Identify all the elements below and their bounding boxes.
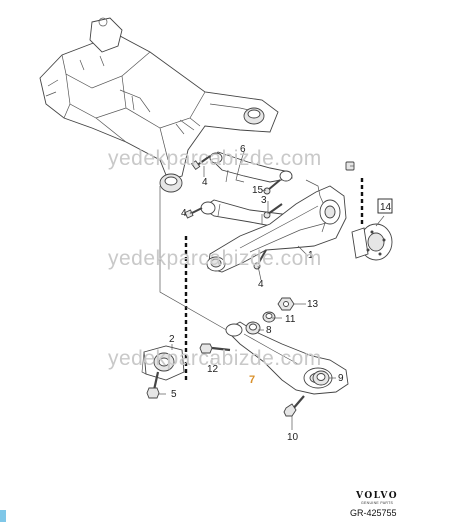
callout-4-lower: 4 bbox=[258, 279, 264, 290]
trailing-arm-1 bbox=[206, 161, 355, 273]
callout-15: 15 bbox=[252, 185, 264, 196]
callout-2: 2 bbox=[169, 334, 175, 345]
callout-8: 8 bbox=[266, 325, 272, 336]
callout-12: 12 bbox=[207, 364, 219, 375]
bolt-12 bbox=[199, 343, 231, 354]
bushing-8 bbox=[245, 321, 261, 335]
callout-1: 1 bbox=[308, 250, 314, 261]
bolt-10 bbox=[283, 395, 305, 417]
brand-subtitle: GENUINE PARTS bbox=[361, 501, 394, 505]
rear-mount-2 bbox=[141, 345, 185, 381]
bolt-15 bbox=[263, 179, 281, 195]
watermark: yedekparcabizde.com bbox=[108, 147, 322, 170]
wheel-hub-14 bbox=[351, 223, 393, 261]
bolt-3 bbox=[263, 203, 283, 219]
callout-5: 5 bbox=[171, 389, 177, 400]
bolt-5 bbox=[146, 371, 160, 399]
bolt-4-upper bbox=[191, 155, 211, 171]
callout-3: 3 bbox=[261, 195, 267, 206]
callout-14: 14 bbox=[380, 202, 392, 213]
bolt-4-middle bbox=[184, 207, 203, 219]
connector-thin-left bbox=[159, 186, 231, 333]
callout-13: 13 bbox=[307, 299, 319, 310]
bushing-9 bbox=[312, 370, 330, 386]
brand-logo: VOLVO bbox=[355, 491, 398, 501]
nut-13 bbox=[277, 297, 295, 311]
callout-11: 11 bbox=[285, 314, 296, 325]
leader-lines bbox=[158, 151, 385, 430]
upper-arm-6 bbox=[209, 151, 293, 183]
corner-marker bbox=[0, 510, 6, 522]
watermark: yedekparcabizde.com bbox=[108, 247, 322, 270]
bushing-11 bbox=[262, 311, 276, 323]
callout-4-upper: 4 bbox=[202, 177, 208, 188]
callout-10: 10 bbox=[287, 432, 299, 443]
callout-6: 6 bbox=[240, 144, 246, 155]
callout-9: 9 bbox=[338, 373, 344, 384]
subframe bbox=[39, 17, 279, 193]
diagram-code: GR-425755 bbox=[350, 508, 397, 518]
watermark: yedekparcabizde.com bbox=[108, 347, 322, 370]
callout-4-middle: 4 bbox=[181, 208, 187, 219]
callout-7: 7 bbox=[249, 374, 255, 386]
callout-14-box bbox=[377, 198, 393, 214]
